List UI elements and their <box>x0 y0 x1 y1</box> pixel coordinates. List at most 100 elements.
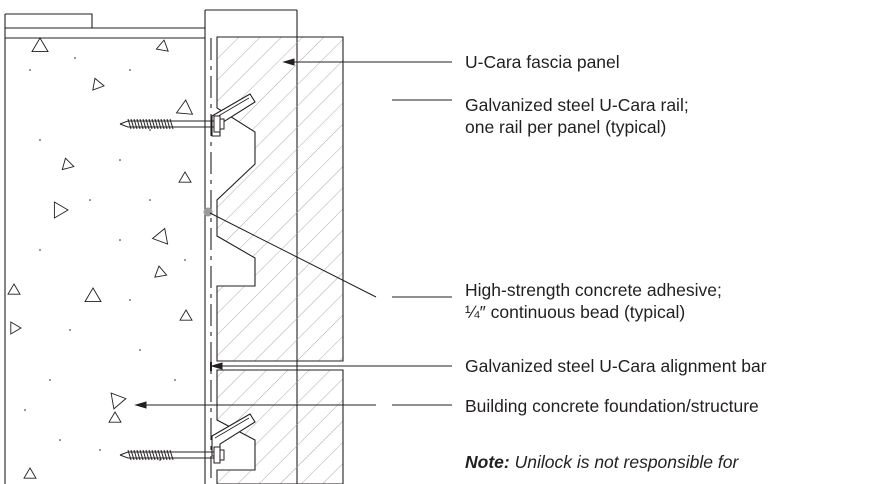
aggregate-triangle <box>108 411 122 423</box>
screw-part <box>139 449 144 461</box>
screw-part <box>145 449 150 461</box>
aggregate-triangle <box>92 77 105 91</box>
screw-part <box>119 451 214 456</box>
leader-foundation-arrow <box>134 401 147 409</box>
aggregate-dot <box>29 69 31 71</box>
aggregate-dot <box>59 439 61 441</box>
screw-part <box>148 118 153 130</box>
aggregate-triangle <box>10 321 22 335</box>
callout-adhesive: High-strength concrete adhesive; ¼″ cont… <box>465 279 722 323</box>
aggregate-triangle <box>155 39 169 52</box>
aggregate-triangle <box>175 99 194 115</box>
leader-lines <box>134 58 452 409</box>
aggregate-dot <box>129 69 131 71</box>
screw-part <box>213 115 221 133</box>
callout-text: U-Cara fascia panel <box>465 52 620 72</box>
aggregate-triangle <box>7 283 21 295</box>
callout-fascia-panel: U-Cara fascia panel <box>465 51 620 73</box>
aggregate-dot <box>89 199 91 201</box>
callout-text: ¼″ continuous bead (typical) <box>465 302 686 322</box>
aggregate-triangle <box>61 157 75 171</box>
aggregate-triangle <box>178 171 192 183</box>
aggregate-dot <box>184 259 186 261</box>
concrete-aggregate-marks <box>7 37 194 479</box>
screw-part <box>136 118 141 130</box>
screw-part <box>142 449 147 461</box>
aggregate-dot <box>139 349 141 351</box>
screw-part <box>119 454 214 459</box>
screw-part <box>119 123 214 128</box>
aggregate-dot <box>49 379 51 381</box>
screw-part <box>154 449 159 461</box>
screw-part <box>142 118 147 130</box>
screw-part <box>127 118 132 130</box>
screw-part <box>163 449 168 461</box>
leader-fascia-arrow <box>282 58 295 66</box>
aggregate-triangle <box>151 227 169 245</box>
aggregate-dot <box>149 199 151 201</box>
screw-part <box>133 118 138 130</box>
aggregate-dot <box>24 409 26 411</box>
note-text: Unilock is not responsible for <box>509 452 739 472</box>
aggregate-triangle <box>110 392 127 410</box>
screw-part <box>127 449 132 461</box>
aggregate-dot <box>119 159 121 161</box>
aggregate-dot <box>69 329 71 331</box>
anchor-screw-upper <box>119 115 225 133</box>
screw-part <box>154 118 159 130</box>
aggregate-triangle <box>84 287 102 303</box>
screw-part <box>151 449 156 461</box>
callout-text: Galvanized steel U-Cara rail; <box>465 95 689 115</box>
screw-part <box>119 120 214 125</box>
screw-part <box>166 118 171 130</box>
screw-part <box>136 449 141 461</box>
anchor-screw-lower <box>119 446 225 464</box>
screw-part <box>219 118 225 130</box>
screw-part <box>145 118 150 130</box>
screw-part <box>169 449 174 461</box>
screw-part <box>219 449 225 461</box>
aggregate-dot <box>119 239 121 241</box>
aggregate-triangle <box>179 309 193 321</box>
screw-part <box>130 118 135 130</box>
note-prefix: Note: <box>465 452 510 472</box>
aggregate-triangle <box>154 265 168 278</box>
leader-adhesive-diagonal <box>209 212 377 298</box>
screw-part <box>139 118 144 130</box>
aggregate-dot <box>129 299 131 301</box>
screw-part <box>157 449 162 461</box>
aggregate-triangle <box>23 467 37 479</box>
callout-text: Building concrete foundation/structure <box>465 396 759 416</box>
callout-alignment-bar: Galvanized steel U-Cara alignment bar <box>465 355 767 377</box>
screw-part <box>133 449 138 461</box>
aggregate-triangle <box>53 201 69 219</box>
aggregate-dot <box>39 249 41 251</box>
screw-part <box>151 118 156 130</box>
screw-part <box>169 118 174 130</box>
aggregate-dot <box>99 449 101 451</box>
callout-text: one rail per panel (typical) <box>465 117 667 137</box>
screw-part <box>148 449 153 461</box>
screw-part <box>130 449 135 461</box>
screw-part <box>160 449 165 461</box>
callout-text: Galvanized steel U-Cara alignment bar <box>465 356 767 376</box>
aggregate-triangle <box>31 37 49 53</box>
screw-part <box>213 446 221 464</box>
leader-alignment-arrow <box>210 362 223 370</box>
aggregate-dot <box>174 379 176 381</box>
screw-part <box>157 118 162 130</box>
steel-rail-lower <box>211 413 256 457</box>
adhesive-bead-dot <box>203 207 213 217</box>
callout-foundation: Building concrete foundation/structure <box>465 395 759 417</box>
fascia-panel-upper <box>216 36 344 362</box>
callout-text: High-strength concrete adhesive; <box>465 280 722 300</box>
aggregate-dot <box>149 129 151 131</box>
screw-part <box>166 449 171 461</box>
aggregate-dot <box>39 139 41 141</box>
screw-part <box>160 118 165 130</box>
callout-steel-rail: Galvanized steel U-Cara rail; one rail p… <box>465 94 689 138</box>
screw-part <box>163 118 168 130</box>
aggregate-dot <box>74 57 76 59</box>
disclaimer-note: Note: Unilock is not responsible for <box>465 451 738 473</box>
